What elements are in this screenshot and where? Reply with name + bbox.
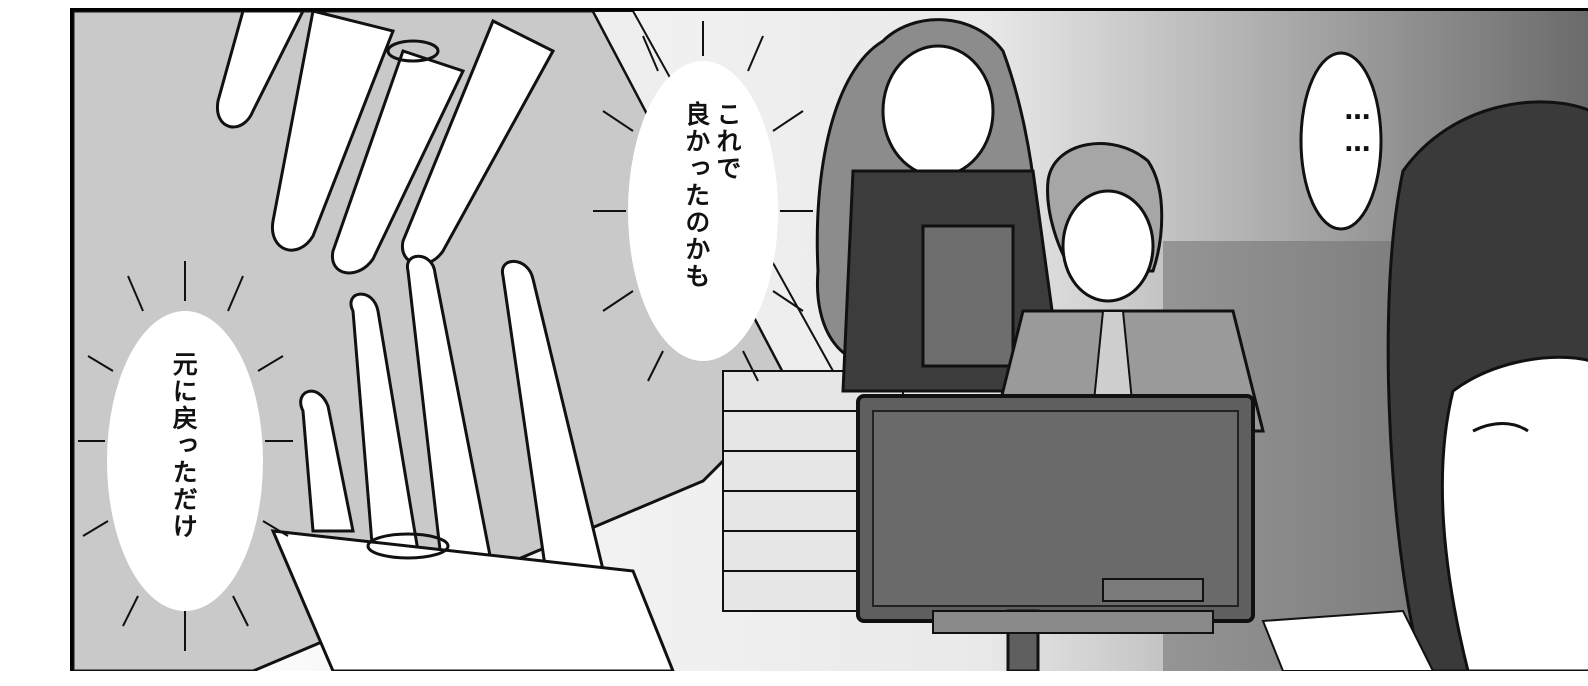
ring (366, 532, 450, 560)
paper-sheet (1261, 609, 1435, 671)
bottom-hand (270, 39, 675, 671)
left-burst-text: 元に戻っただけ (169, 351, 199, 540)
manga-panel: 元に戻っただけ これで 良かったのかも …… (70, 8, 1588, 671)
right-bubble-text: …… (1342, 96, 1373, 160)
ring-top (386, 39, 440, 63)
left-burst-bubble (78, 261, 293, 651)
right-speech-bubble (1299, 51, 1383, 231)
keyboard (932, 610, 1214, 634)
manga-illustration (73, 11, 1588, 671)
held-binder (921, 224, 1015, 368)
computer-monitor (856, 394, 1255, 671)
top-hand (215, 11, 556, 275)
center-burst-line1: これで (713, 101, 742, 182)
center-burst-bubble (593, 21, 813, 382)
center-burst-text: これで 良かったのかも (673, 101, 743, 341)
center-burst-line2: 良かったのかも (681, 101, 711, 290)
foreground-woman (1386, 100, 1588, 671)
